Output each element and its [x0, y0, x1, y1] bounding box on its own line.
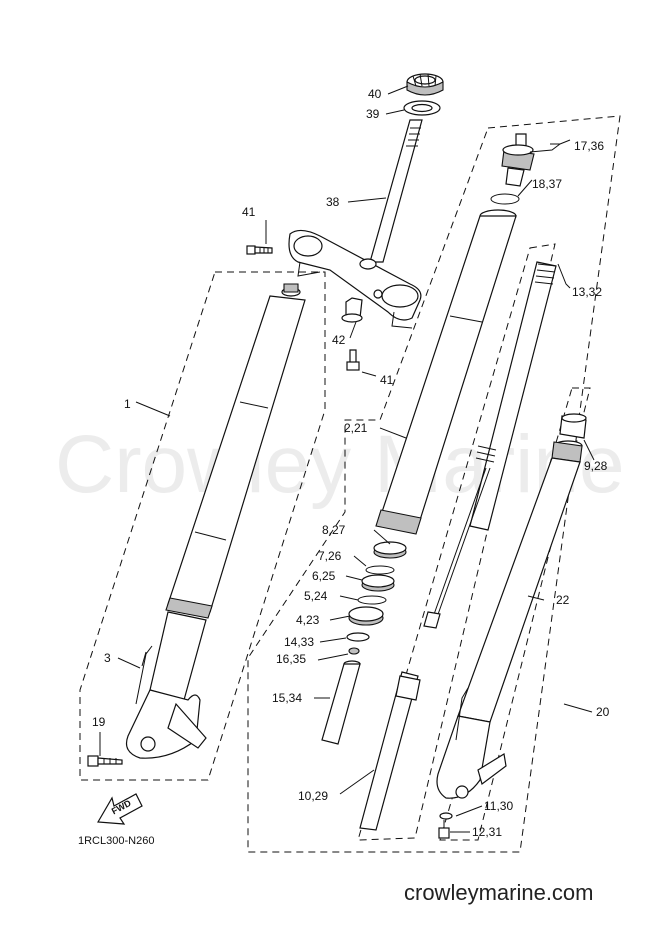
left-fork-assembly-part-1	[125, 283, 306, 759]
callout-3: 3	[104, 651, 111, 665]
right-axle-bracket	[436, 687, 507, 799]
callout-40: 40	[368, 87, 382, 101]
callout-2-21: 2,21	[344, 421, 368, 435]
callout-11-30: 11,30	[484, 799, 513, 813]
callout-38: 38	[326, 195, 340, 209]
top-nut-part-40	[406, 73, 444, 96]
group-outline-inner-tube	[357, 243, 556, 841]
under-bracket	[288, 229, 422, 329]
circlip-part-5	[357, 595, 387, 605]
washer-part-39	[403, 100, 441, 116]
callout-22: 22	[556, 593, 570, 607]
spacer-part-16	[348, 647, 360, 655]
cylinder-part-15	[321, 660, 361, 745]
pinch-bolt-part-19	[87, 755, 123, 767]
cable-guide-part-42	[341, 297, 363, 323]
callout-1: 1	[124, 397, 131, 411]
bolt-part-41-upper	[246, 245, 273, 255]
seal-ring-part-7	[365, 565, 395, 575]
callout-4-23: 4,23	[296, 613, 320, 627]
callout-5-24: 5,24	[304, 589, 328, 603]
callout-13-32: 13,32	[572, 285, 602, 299]
callout-41-upper: 41	[242, 205, 256, 219]
callout-14-33: 14,33	[284, 635, 314, 649]
damper-rod	[423, 467, 491, 629]
bolt-part-12	[438, 820, 450, 839]
callout-12-31: 12,31	[472, 825, 502, 839]
fwd-arrow-icon: FWD	[96, 793, 143, 825]
callout-6-25: 6,25	[312, 569, 336, 583]
diagram-code: 1RCL300-N260	[78, 835, 154, 847]
callout-42: 42	[332, 333, 346, 347]
inner-tube-part-10	[359, 671, 421, 831]
callout-20: 20	[596, 705, 610, 719]
watermark: Crowley Marine	[55, 419, 625, 510]
callout-19: 19	[92, 715, 106, 729]
callout-15-34: 15,34	[272, 691, 302, 705]
fork-spring-part-13	[469, 261, 557, 531]
steering-stem-part-38	[369, 119, 423, 263]
bushing-part-6	[361, 574, 395, 592]
washer-part-11	[439, 812, 453, 820]
leader-lines	[99, 85, 595, 833]
callout-9-28: 9,28	[584, 459, 608, 473]
callout-8-27: 8,27	[322, 523, 346, 537]
outer-tube-part-2	[375, 209, 517, 535]
spacer-collar-part-9	[559, 413, 587, 439]
callout-7-26: 7,26	[318, 549, 342, 563]
oil-seal-part-8	[373, 541, 407, 559]
callout-17-36: 17,36	[574, 139, 604, 153]
callout-39: 39	[366, 107, 380, 121]
callout-18-37: 18,37	[532, 177, 562, 191]
group-outline-left-fork	[79, 271, 326, 781]
bolt-part-41-lower	[346, 349, 360, 371]
o-ring-part-18	[490, 193, 520, 205]
collar-part-14	[346, 632, 370, 642]
callout-16-35: 16,35	[276, 652, 306, 666]
cap-bolt-part-17	[501, 133, 535, 187]
site-url: crowleymarine.com	[404, 880, 594, 905]
guide-bushing-part-4	[348, 606, 384, 626]
callout-41-lower: 41	[380, 373, 394, 387]
callout-10-29: 10,29	[298, 789, 328, 803]
callout-labels: 40 39 17,36 18,37 38 41 13,32 42 41 1 2,…	[92, 87, 610, 839]
